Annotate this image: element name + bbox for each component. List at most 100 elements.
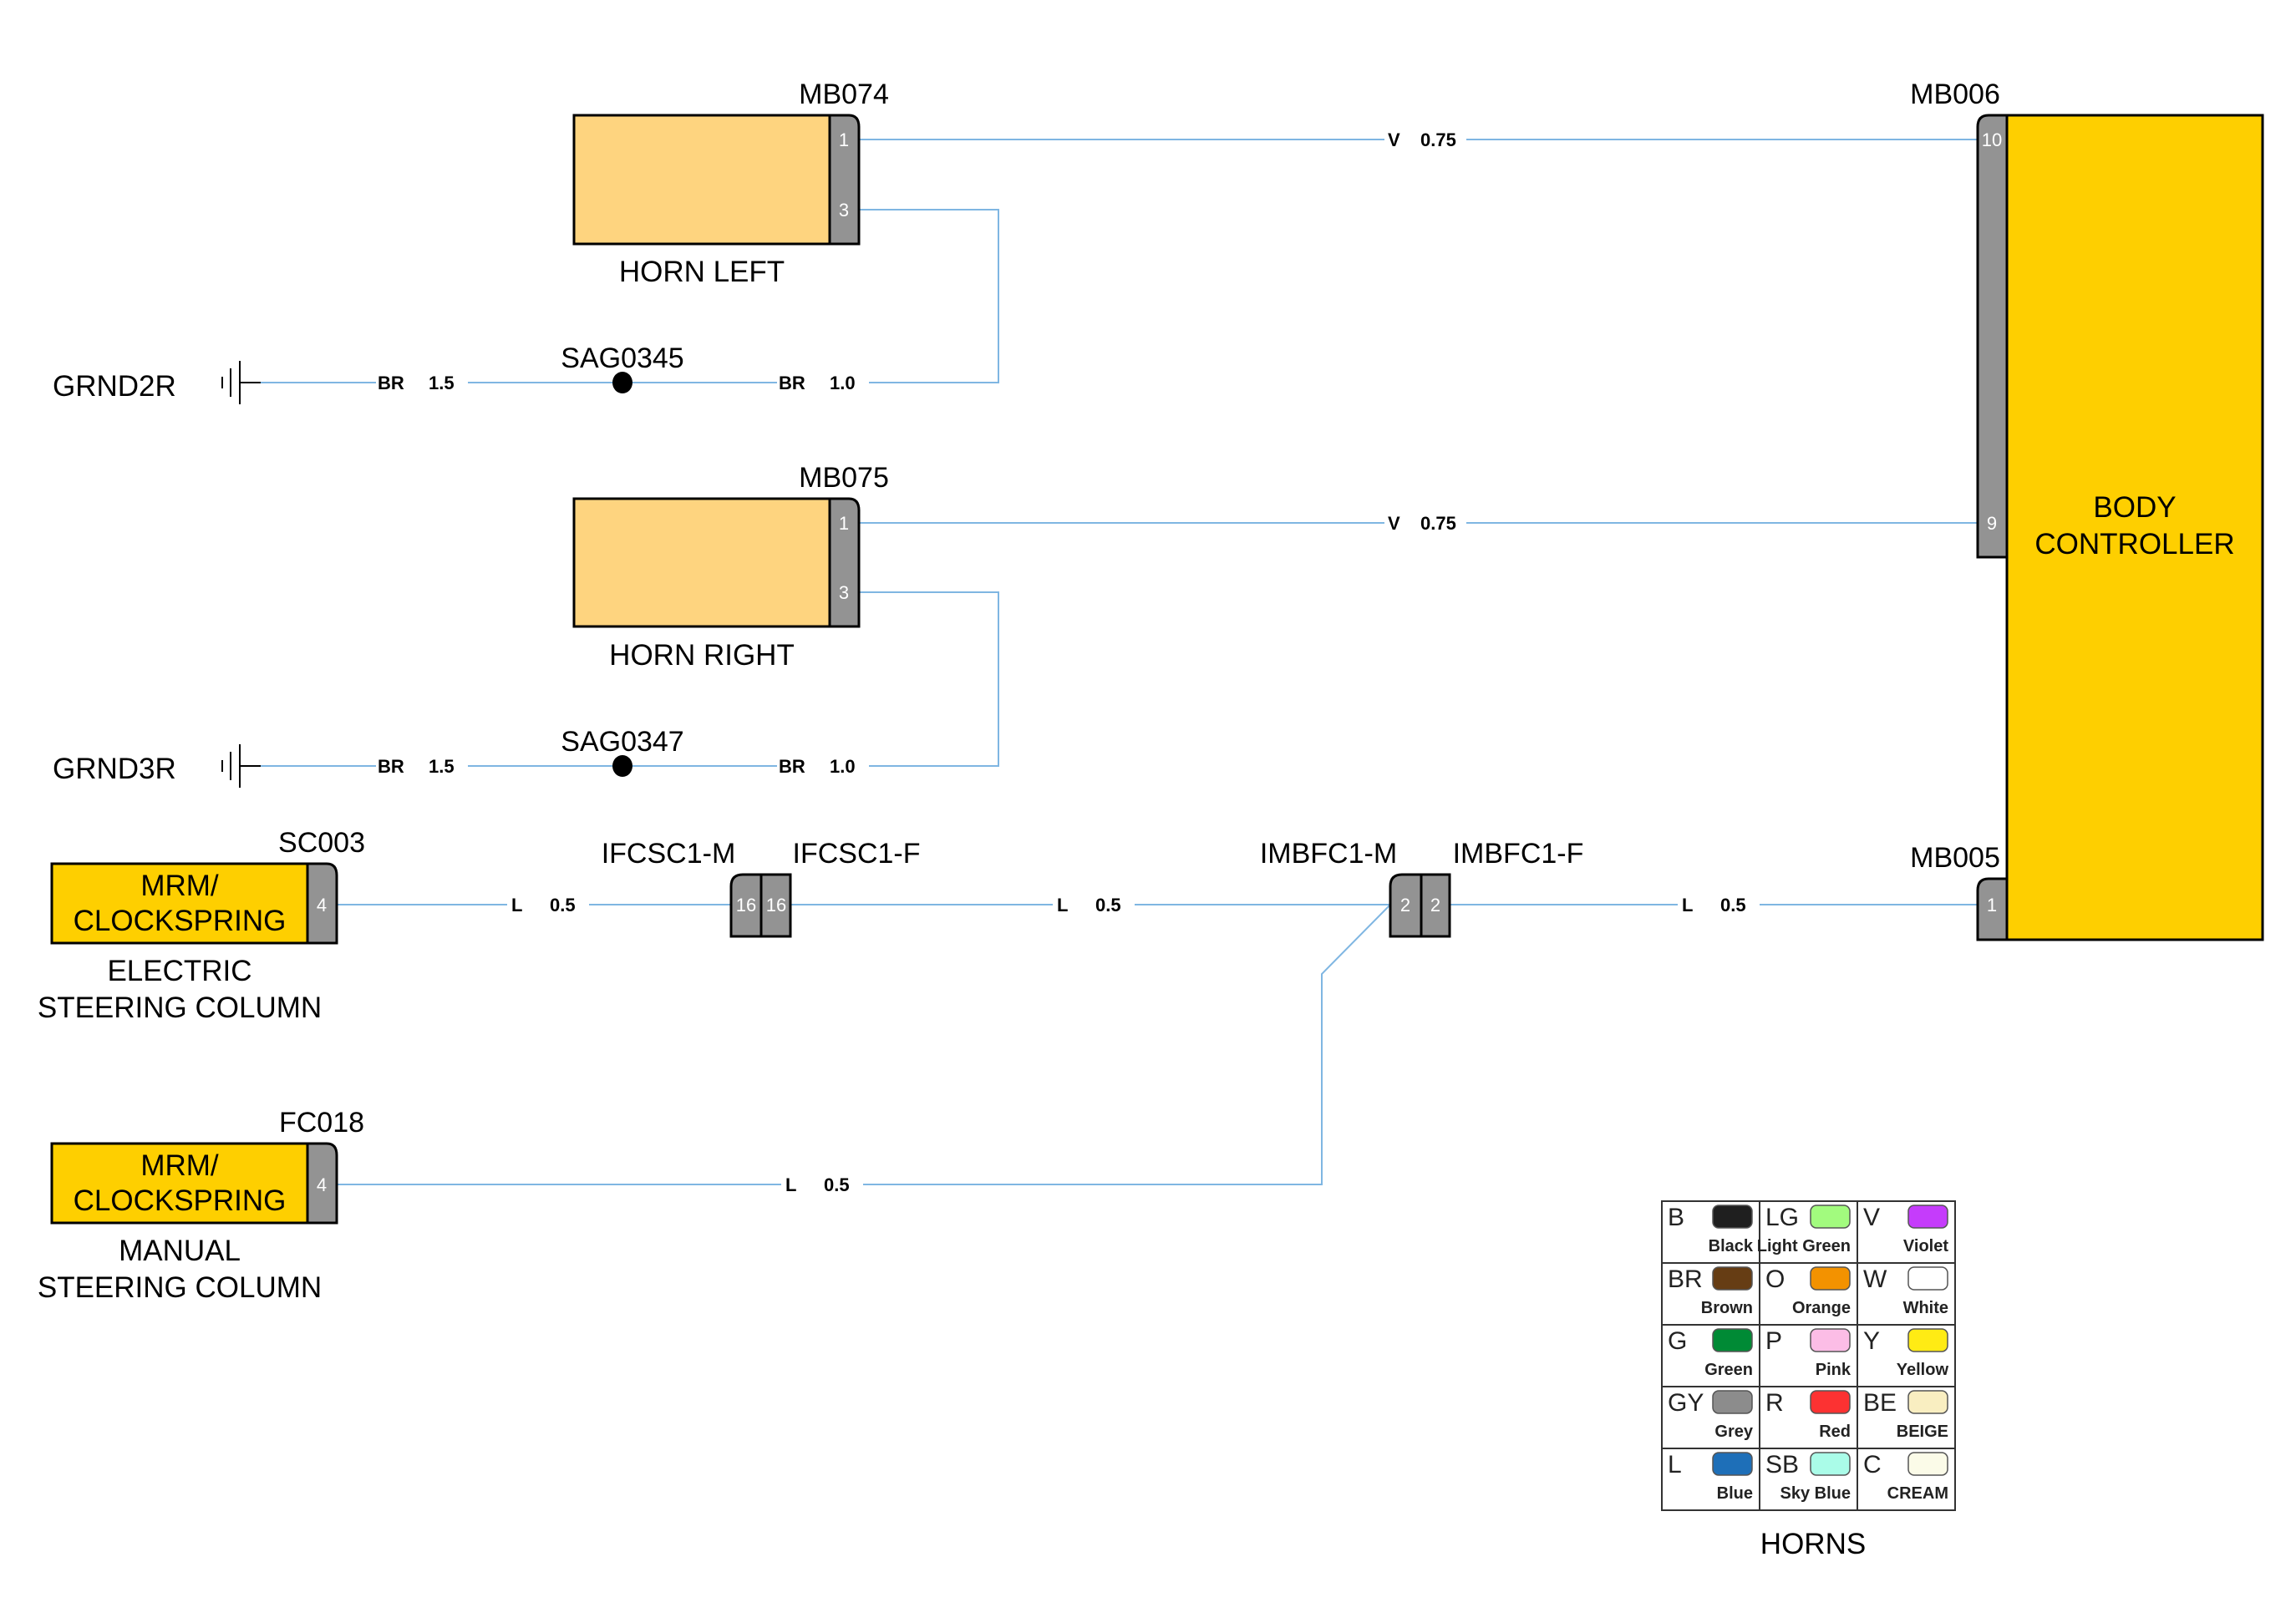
wire-label-color: BR (378, 756, 404, 777)
wire-label-color: BR (378, 373, 404, 393)
legend-swatch (1810, 1266, 1851, 1291)
ground-label: GRND2R (53, 370, 176, 403)
legend-name: Black (1709, 1237, 1754, 1255)
legend-name: White (1903, 1299, 1948, 1317)
legend-item: B Black (1661, 1200, 1760, 1264)
connector-strip (306, 1142, 338, 1225)
splice-label: SAG0347 (561, 726, 683, 758)
horn-right[interactable]: MB075 1 3 HORN RIGHT (572, 462, 889, 672)
ground-grnd3r[interactable]: GRND3R (53, 744, 261, 788)
connector-id: MB074 (799, 79, 889, 110)
wire-label-size: 1.5 (429, 756, 455, 777)
wire-label-size: 0.5 (1095, 895, 1121, 915)
connector-id: MB005 (1910, 842, 2000, 874)
connector-strip-mb006 (1976, 114, 2009, 559)
splice-dot-icon (612, 755, 632, 777)
connector-id-male: IFCSC1-M (602, 838, 736, 870)
legend-name: BEIGE (1897, 1423, 1948, 1441)
legend-swatch (1810, 1205, 1851, 1229)
body-controller-label: CONTROLLER (2034, 528, 2234, 560)
connector-strip-mb005 (1976, 877, 2009, 941)
legend-code: BE (1863, 1389, 1897, 1417)
connector-id: MB006 (1910, 79, 2000, 110)
legend-name: CREAM (1887, 1484, 1948, 1503)
legend-code: W (1863, 1265, 1887, 1293)
clockspring-manual[interactable]: FC018 4 MRM/ CLOCKSPRING MANUAL STEERING… (38, 1107, 364, 1304)
splice-sag0345[interactable]: SAG0345 (561, 342, 684, 393)
legend-code: LG (1765, 1204, 1799, 1231)
legend-code: R (1765, 1389, 1784, 1417)
wire-label-color: L (1682, 895, 1693, 915)
wire-horn-left-ground-return (859, 209, 999, 383)
ground-icon (221, 361, 261, 404)
wire-horn-right-ground-return (859, 591, 999, 767)
connector-id: SC003 (278, 827, 365, 859)
connector-id: FC018 (279, 1107, 364, 1139)
legend-swatch (1712, 1452, 1753, 1476)
legend-item: BR Brown (1661, 1262, 1760, 1326)
legend-swatch (1907, 1205, 1948, 1229)
clockspring-electric[interactable]: SC003 4 MRM/ CLOCKSPRING ELECTRIC STEERI… (38, 827, 365, 1024)
ground-label: GRND3R (53, 753, 176, 785)
inline-connector-imbfc1[interactable]: IMBFC1-M IMBFC1-F 2 2 (1260, 838, 1584, 938)
wire-label-color: V (1388, 513, 1400, 534)
legend-swatch (1907, 1328, 1948, 1352)
connector-id-female: IMBFC1-F (1453, 838, 1584, 870)
legend-code: BR (1668, 1265, 1703, 1293)
splice-dot-icon (612, 372, 632, 393)
wire-label-size: 1.0 (830, 756, 856, 777)
component-label: HORN RIGHT (609, 639, 795, 672)
wire-label-color: V (1388, 129, 1400, 150)
pin-number: 16 (736, 895, 756, 915)
legend-name: Brown (1701, 1299, 1753, 1317)
wire-label-color: L (511, 895, 522, 915)
inline-connector-ifcsc1[interactable]: IFCSC1-M IFCSC1-F 16 16 (602, 838, 921, 938)
legend-swatch (1810, 1452, 1851, 1476)
component-label: STEERING COLUMN (38, 992, 322, 1024)
legend-name: Sky Blue (1780, 1484, 1851, 1503)
legend-swatch (1907, 1452, 1948, 1476)
component-label: ELECTRIC (107, 955, 251, 987)
legend-code: B (1668, 1204, 1684, 1231)
wires (261, 139, 1978, 1185)
splice-sag0347[interactable]: SAG0347 (561, 726, 684, 777)
body-controller-box (2005, 114, 2264, 941)
wire-label-size: 0.5 (824, 1174, 850, 1195)
legend-swatch (1712, 1266, 1753, 1291)
connector-female (1420, 873, 1451, 938)
horn-left[interactable]: MB074 1 3 HORN LEFT (572, 79, 889, 288)
connector-strip (828, 497, 861, 628)
connector-id: MB075 (799, 462, 889, 494)
wire-label-size: 0.75 (1420, 129, 1456, 150)
body-controller-label: BODY (2093, 491, 2176, 524)
legend-name: Yellow (1897, 1361, 1949, 1379)
legend-swatch (1712, 1390, 1753, 1414)
connector-male (729, 873, 763, 938)
pin-number: 16 (766, 895, 786, 915)
pin-number: 4 (317, 1174, 327, 1195)
wire-label-size: 0.5 (1720, 895, 1746, 915)
pin-number: 3 (839, 200, 849, 221)
pin-number: 3 (839, 582, 849, 603)
ground-grnd2r[interactable]: GRND2R (53, 361, 261, 404)
wire-label-size: 1.0 (830, 373, 856, 393)
wire-label-size: 0.5 (550, 895, 576, 915)
legend-name: Violet (1903, 1237, 1948, 1255)
legend-code: GY (1668, 1389, 1704, 1417)
horn-right-body (572, 497, 831, 628)
body-controller[interactable]: MB006 10 9 BODY CONTROLLER MB005 1 (1910, 79, 2264, 941)
wire-label-size: 0.75 (1420, 513, 1456, 534)
clockspring-label: CLOCKSPRING (74, 905, 287, 937)
pin-number: 2 (1400, 895, 1410, 915)
diagram-title: HORNS (1760, 1528, 1866, 1560)
connector-strip (306, 862, 338, 945)
connector-female (759, 873, 792, 938)
legend-swatch (1712, 1205, 1753, 1229)
clockspring-label: MRM/ (140, 1149, 219, 1182)
ground-icon (221, 744, 261, 788)
